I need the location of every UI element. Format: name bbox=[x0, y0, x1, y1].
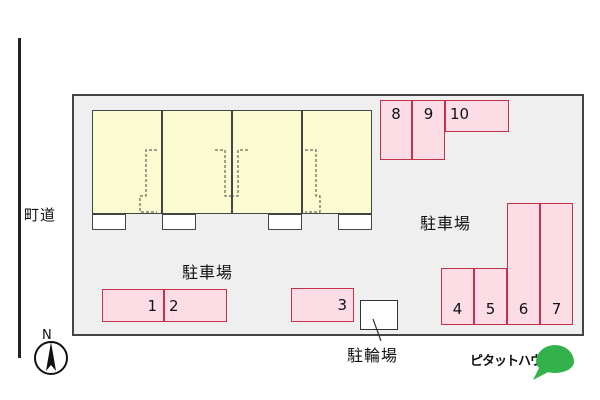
parking-slot-1[interactable]: 1 bbox=[102, 289, 164, 322]
parking-slot-3[interactable]: 3 bbox=[291, 288, 354, 322]
parking-slot-2[interactable]: 2 bbox=[164, 289, 227, 322]
parking-slot-4[interactable]: 4 bbox=[441, 268, 474, 325]
building-unit-3 bbox=[232, 110, 302, 214]
slot-number-3: 3 bbox=[337, 296, 347, 314]
slot-number-6: 6 bbox=[518, 300, 529, 318]
building-unit-2 bbox=[162, 110, 232, 214]
entrance-step-2 bbox=[162, 214, 196, 230]
slot-number-8: 8 bbox=[391, 105, 401, 123]
entrance-step-4 bbox=[338, 214, 372, 230]
bicycle-parking-label: 駐輪場 bbox=[347, 346, 399, 365]
parking-area-label-right: 駐車場 bbox=[420, 214, 472, 233]
parking-slot-8[interactable]: 8 bbox=[380, 100, 412, 160]
bicycle-parking-box bbox=[360, 300, 398, 330]
building-unit-4 bbox=[302, 110, 372, 214]
slot-number-7: 7 bbox=[551, 300, 562, 318]
building-unit-1 bbox=[92, 110, 162, 214]
brand-logo-text: ピタットハウス bbox=[470, 354, 555, 369]
parking-slot-7[interactable]: 7 bbox=[540, 203, 573, 325]
parking-area-label-main: 駐車場 bbox=[182, 263, 234, 282]
slot-number-10: 10 bbox=[450, 105, 470, 123]
parking-slot-9[interactable]: 9 bbox=[412, 100, 445, 160]
slot-number-5: 5 bbox=[485, 300, 496, 318]
parking-slot-6[interactable]: 6 bbox=[507, 203, 540, 325]
slot-number-2: 2 bbox=[169, 297, 179, 315]
road-label: 町道 bbox=[24, 206, 57, 224]
slot-number-4: 4 bbox=[452, 300, 463, 318]
parking-slot-5[interactable]: 5 bbox=[474, 268, 507, 325]
north-arrow-icon: N bbox=[34, 328, 68, 375]
entrance-step-3 bbox=[268, 214, 302, 230]
slot-number-9: 9 bbox=[423, 105, 434, 123]
road-line bbox=[18, 38, 21, 358]
compass-label: N bbox=[42, 328, 52, 343]
entrance-step-1 bbox=[92, 214, 126, 230]
slot-number-1: 1 bbox=[147, 297, 157, 315]
parking-slot-10[interactable]: 10 bbox=[445, 100, 509, 132]
